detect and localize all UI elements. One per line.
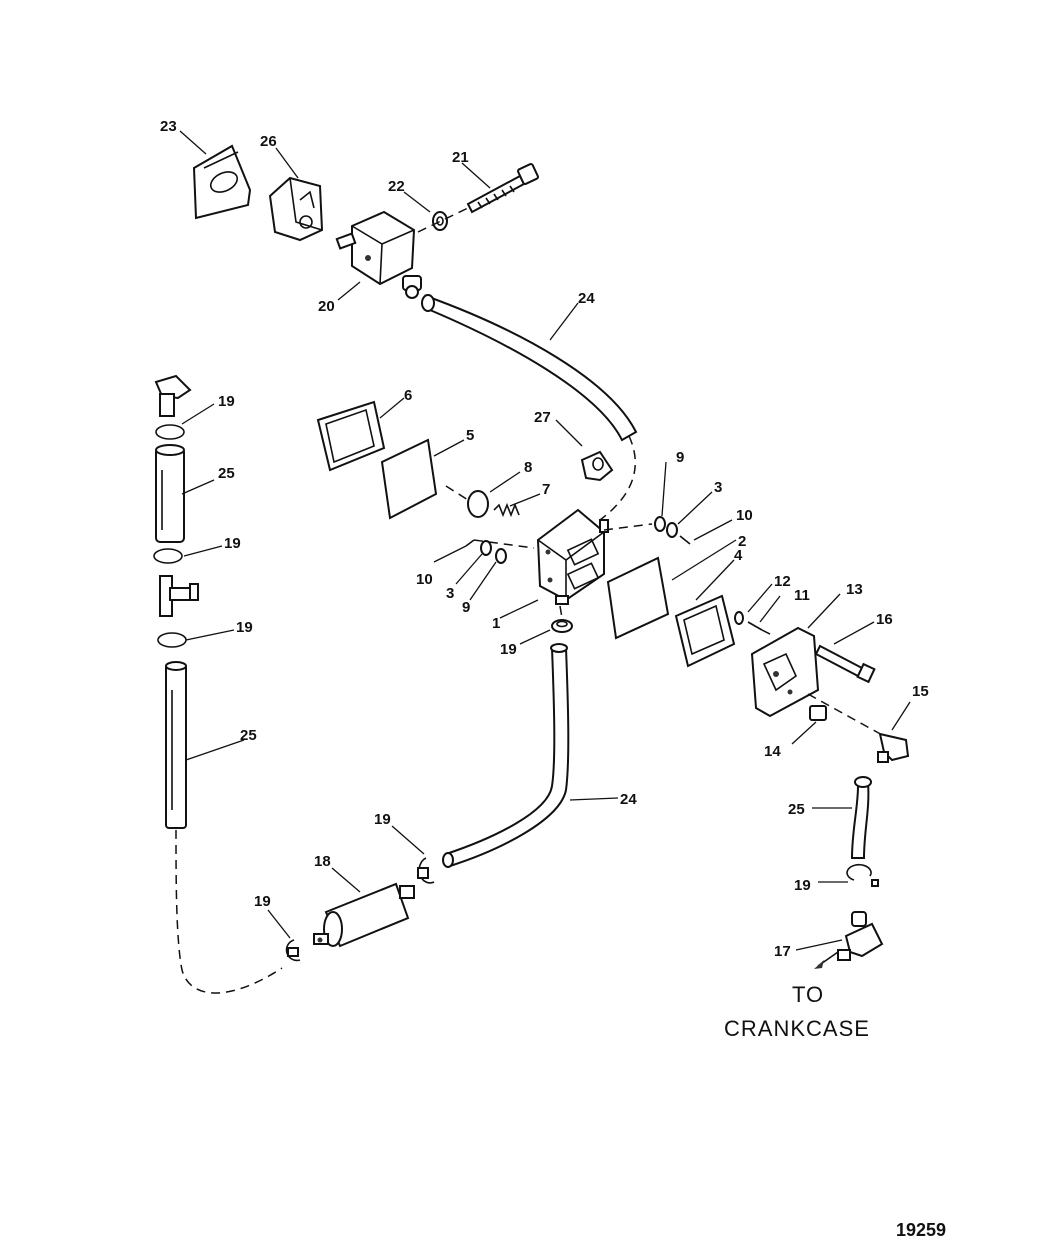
callout-5: 5	[466, 427, 474, 444]
part-19-clamp-left-2	[153, 548, 183, 564]
part-tee-fitting	[159, 575, 199, 617]
part-2-diaphragm	[606, 556, 670, 640]
callout-24-upper: 24	[578, 290, 595, 307]
callout-9-right: 9	[676, 449, 684, 466]
part-19-clamp-filter-left	[285, 939, 301, 962]
callout-3-left: 3	[446, 585, 454, 602]
callout-20: 20	[318, 298, 335, 315]
part-4-gasket	[674, 594, 736, 668]
callout-3-right: 3	[714, 479, 722, 496]
part-19-clamp-right	[846, 863, 879, 887]
callout-19-left-1: 19	[218, 393, 235, 410]
callout-19-filter-right: 19	[374, 811, 391, 828]
callout-15: 15	[912, 683, 929, 700]
callout-13: 13	[846, 581, 863, 598]
part-6-gasket	[316, 400, 386, 472]
callout-1: 1	[492, 615, 500, 632]
hose-24-lower	[442, 643, 570, 868]
hose-25-left-lower	[165, 661, 187, 829]
part-23-gasket	[192, 144, 252, 220]
part-3-washer-left	[480, 540, 492, 556]
part-1-pump-body	[536, 508, 609, 605]
part-27-fitting	[580, 450, 614, 482]
part-10-screw-right	[679, 535, 691, 545]
callout-16: 16	[876, 611, 893, 628]
callout-23: 23	[160, 118, 177, 135]
callout-2: 2	[738, 533, 746, 550]
callout-4: 4	[734, 547, 743, 564]
part-14-plug	[809, 705, 827, 721]
hose-24-upper	[421, 294, 638, 442]
callout-10-left: 10	[416, 571, 433, 588]
callout-26: 26	[260, 133, 277, 150]
part-19-clamp-left-1	[155, 424, 185, 440]
callout-27: 27	[534, 409, 551, 426]
part-12-washer	[734, 611, 744, 625]
callout-19-left-2: 19	[224, 535, 241, 552]
callout-18: 18	[314, 853, 331, 870]
part-13-cover	[750, 626, 820, 718]
part-5-diaphragm	[380, 438, 438, 520]
part-26-mount	[268, 176, 324, 242]
arrow-to-crankcase	[814, 951, 839, 969]
leader-lines	[179, 130, 911, 951]
hose-25-right	[850, 776, 872, 859]
part-18-filter	[313, 882, 415, 948]
part-15-elbow	[877, 732, 910, 763]
part-17-elbow	[837, 911, 884, 961]
part-8-disc	[467, 490, 489, 518]
callout-19-filter-left: 19	[254, 893, 271, 910]
part-11-screw	[747, 621, 763, 631]
part-9-washer-right	[654, 516, 666, 532]
part-19-clamp-filter-right	[417, 857, 435, 884]
part-21-bolt	[466, 163, 539, 214]
callout-14: 14	[764, 743, 781, 760]
part-20-pump	[335, 210, 422, 299]
callout-numbers: 23 26 21 22 20 24 6 5 27 8 7 9 3 10 2 4 …	[160, 118, 929, 960]
note-to: TO	[792, 982, 824, 1007]
callout-10-right: 10	[736, 507, 753, 524]
callout-9-left: 9	[462, 599, 470, 616]
callout-6: 6	[404, 387, 412, 404]
figure-number: 19259	[896, 1220, 946, 1240]
part-top-left-elbow	[154, 374, 192, 417]
callout-25-left-lower: 25	[240, 727, 257, 744]
part-10-screw-left	[465, 539, 475, 547]
callout-25-right: 25	[788, 801, 805, 818]
part-16-bolt	[814, 644, 876, 684]
note-crankcase: CRANKCASE	[724, 1016, 870, 1041]
callout-19-left-3: 19	[236, 619, 253, 636]
part-3-washer-right	[666, 522, 678, 538]
callout-25-left-upper: 25	[218, 465, 235, 482]
callout-17: 17	[774, 943, 791, 960]
callout-11: 11	[794, 587, 810, 604]
part-9-washer-left	[495, 548, 507, 564]
callout-19-right: 19	[794, 877, 811, 894]
part-19-clamp-left-3	[157, 632, 187, 648]
callout-24-lower: 24	[620, 791, 637, 808]
callout-22: 22	[388, 178, 405, 195]
part-22-washer	[432, 211, 448, 231]
part-7-spring	[493, 502, 520, 518]
callout-12: 12	[774, 573, 791, 590]
part-19-clamp-center	[551, 619, 573, 633]
hose-25-left-upper	[155, 444, 185, 543]
callout-21: 21	[452, 149, 469, 166]
callout-7: 7	[542, 481, 550, 498]
callout-8: 8	[524, 459, 532, 476]
callout-19-center: 19	[500, 641, 517, 658]
